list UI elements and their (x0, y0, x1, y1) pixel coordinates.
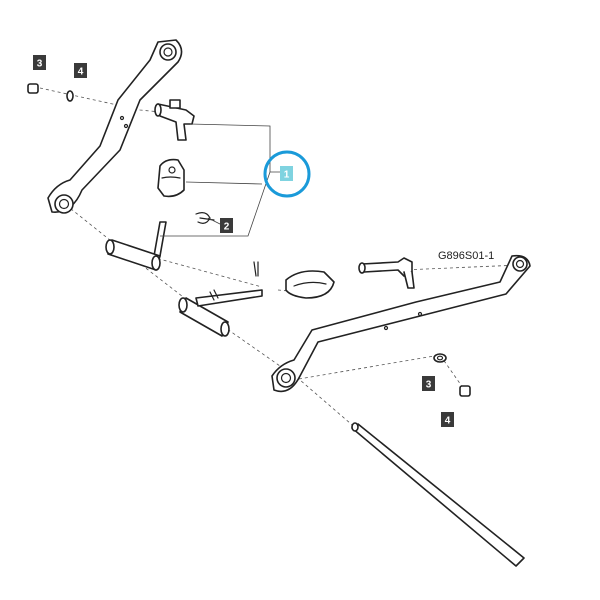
callout-3-bottom[interactable]: 3 (422, 376, 435, 391)
svg-text:3: 3 (37, 59, 43, 70)
long-shaft (351, 422, 525, 567)
callout-2[interactable]: 2 (220, 218, 233, 233)
callout-1-highlight-ring (263, 150, 311, 198)
pin-with-tube-left (105, 221, 167, 271)
spring-clip-middle (253, 261, 259, 277)
callout-3-top[interactable]: 3 (33, 55, 46, 70)
bushing-clamp-lower (285, 270, 335, 299)
elbow-pin-lower (358, 257, 415, 289)
lower-lift-arm (271, 254, 531, 393)
callout-4-bottom[interactable]: 4 (441, 412, 454, 427)
svg-text:2: 2 (224, 222, 230, 233)
bushing-clamp-upper (157, 158, 185, 198)
nut-top-left (27, 83, 39, 94)
callout-1[interactable]: 1 (280, 166, 293, 181)
svg-text:3: 3 (426, 380, 432, 391)
diagram-code-label: G896S01-1 (438, 250, 494, 262)
elbow-pin-upper (154, 99, 195, 141)
washer-top-left (66, 90, 74, 102)
clip-pin (195, 212, 215, 224)
svg-text:4: 4 (445, 416, 451, 427)
svg-text:4: 4 (78, 67, 84, 78)
callout-leader-lines (160, 123, 280, 237)
callout-4-top[interactable]: 4 (74, 63, 87, 78)
washer-bottom-right (433, 353, 447, 363)
pin-with-tube-middle (178, 289, 263, 337)
upper-lift-arm (47, 39, 183, 214)
nut-bottom-right (459, 385, 471, 397)
svg-text:1: 1 (284, 170, 290, 181)
